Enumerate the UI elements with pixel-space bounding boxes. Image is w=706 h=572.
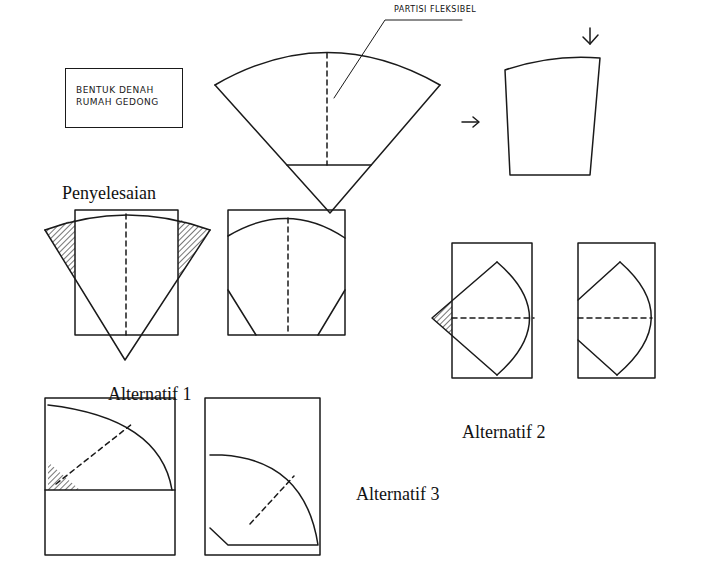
plan-arc bbox=[210, 455, 318, 545]
alternative-1 bbox=[45, 210, 345, 360]
plan-arc bbox=[45, 215, 210, 230]
alternative-caption: Alternatif 2 bbox=[462, 422, 545, 443]
site-rect bbox=[75, 210, 178, 335]
plan-edge bbox=[215, 85, 440, 213]
plan-edge bbox=[228, 290, 345, 335]
site-rect bbox=[45, 398, 175, 555]
note-box: BENTUK DENAH RUMAH GEDONG bbox=[65, 68, 183, 128]
partition-line bbox=[578, 317, 652, 319]
partition-line bbox=[56, 424, 132, 484]
site-rect bbox=[228, 210, 345, 335]
partition-line bbox=[452, 317, 534, 319]
plan-edge bbox=[45, 489, 175, 491]
handwritten-note: BENTUK DENAH RUMAH GEDONG bbox=[76, 84, 160, 108]
alternative-3 bbox=[45, 398, 320, 555]
plan-arc bbox=[228, 218, 345, 238]
partition-line bbox=[250, 476, 294, 524]
alternative-caption: Alternatif 3 bbox=[356, 484, 439, 505]
fan-plan bbox=[215, 53, 440, 214]
annotation-label: PARTISI FLEKSIBEL bbox=[394, 5, 476, 14]
plan-line bbox=[287, 164, 371, 166]
arrow-symbol bbox=[583, 28, 598, 44]
leader-line bbox=[334, 20, 462, 98]
alternative-caption: Alternatif 1 bbox=[108, 384, 191, 405]
partition-line bbox=[287, 218, 289, 335]
plan-arc bbox=[48, 405, 172, 490]
partition-line bbox=[125, 214, 127, 335]
plan-edge bbox=[45, 230, 210, 360]
site-rect bbox=[578, 243, 655, 378]
site-rect bbox=[205, 398, 320, 555]
plan-segment bbox=[505, 57, 600, 175]
arrow-symbol bbox=[462, 117, 479, 127]
site-rect bbox=[452, 243, 532, 378]
section-heading: Penyelesaian bbox=[62, 183, 156, 204]
alternative-2 bbox=[432, 243, 655, 378]
partition-line bbox=[326, 53, 328, 165]
